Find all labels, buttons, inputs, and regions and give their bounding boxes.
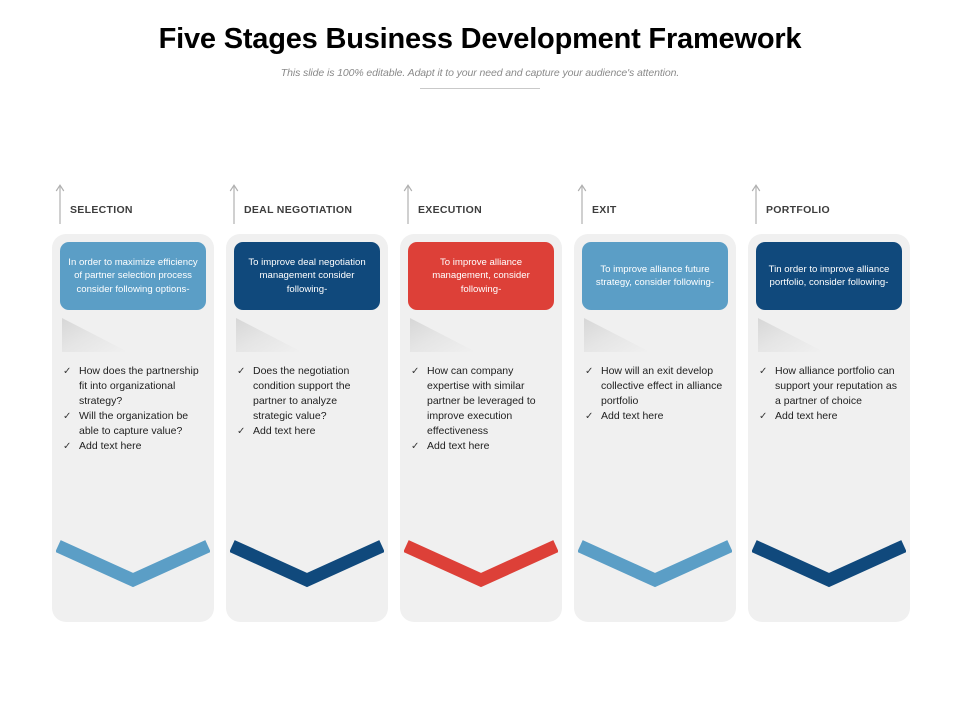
stage-banner: Tin order to improve alliance portfolio,… [756,242,902,310]
stage-label: PORTFOLIO [766,204,830,216]
list-item-label: How does the partnership fit into organi… [79,365,199,407]
list-item: ✓ How does the partnership fit into organ… [63,364,205,409]
check-icon: ✓ [63,410,72,422]
arrow-up-icon [577,184,587,224]
stage-column: DEAL NEGOTIATION To improve deal negotiat… [220,182,394,642]
stage-card[interactable]: To improve alliance management, consider… [400,234,562,622]
stage-header: EXIT [568,182,742,234]
check-icon: ✓ [63,440,72,452]
stage-header: DEAL NEGOTIATION [220,182,394,234]
chevron-down-icon [752,540,906,588]
bullet-list: ✓ How will an exit develop collective eff… [585,364,727,424]
stage-column: EXECUTION To improve alliance management,… [394,182,568,642]
stage-column: SELECTION In order to maximize efficiency… [46,182,220,642]
stage-card[interactable]: In order to maximize efficiency of partn… [52,234,214,622]
stage-banner: To improve deal negotiation management c… [234,242,380,310]
banner-fold-shadow [758,318,824,352]
chevron-down-icon [578,540,732,588]
check-icon: ✓ [237,425,246,437]
banner-fold-shadow [62,318,128,352]
stage-label: EXIT [592,204,617,216]
stage-card[interactable]: To improve alliance future strategy, con… [574,234,736,622]
stage-column: EXIT To improve alliance future strategy,… [568,182,742,642]
bullet-list: ✓ How alliance portfolio can support your… [759,364,901,424]
arrow-up-icon [55,184,65,224]
stage-card[interactable]: To improve deal negotiation management c… [226,234,388,622]
stage-card[interactable]: Tin order to improve alliance portfolio,… [748,234,910,622]
list-item-label: How can company expertise with similar p… [427,365,536,437]
slide-header: Five Stages Business Development Framewo… [0,23,960,89]
list-item: ✓ Add text here [759,409,901,424]
check-icon: ✓ [585,410,594,422]
list-item: ✓ How can company expertise with similar … [411,364,553,439]
stage-label: EXECUTION [418,204,482,216]
arrow-up-icon [403,184,413,224]
list-item-label: Does the negotiation condition support t… [253,365,351,422]
check-icon: ✓ [585,366,594,377]
stage-label: DEAL NEGOTIATION [244,204,353,216]
header-divider [420,87,540,89]
bullet-list: ✓ How can company expertise with similar … [411,364,553,454]
list-item-label: Will the organization be able to capture… [79,409,189,437]
stage-header: EXECUTION [394,182,568,234]
check-icon: ✓ [63,366,72,377]
stage-column: PORTFOLIO Tin order to improve alliance p… [742,182,916,642]
list-item: ✓ Will the organization be able to captur… [63,409,205,439]
list-item: ✓ How will an exit develop collective eff… [585,364,727,409]
bullet-list: ✓ How does the partnership fit into organ… [63,364,205,454]
page-subtitle: This slide is 100% editable. Adapt it to… [280,66,680,79]
chevron-down-icon [56,540,210,588]
stage-banner: To improve alliance future strategy, con… [582,242,728,310]
list-item-label: Add text here [427,439,490,452]
list-item-label: Add text here [775,409,838,422]
list-item: ✓ Add text here [585,409,727,424]
banner-fold-shadow [410,318,476,352]
page-title: Five Stages Business Development Framewo… [158,23,802,55]
chevron-down-icon [404,540,558,588]
check-icon: ✓ [759,366,768,377]
stage-label: SELECTION [70,204,133,216]
check-icon: ✓ [411,440,420,452]
check-icon: ✓ [237,366,246,377]
list-item-label: How will an exit develop collective effe… [601,365,723,407]
list-item: ✓ Add text here [237,424,379,439]
stage-banner: To improve alliance management, consider… [408,242,554,310]
list-item: ✓ Add text here [63,439,205,454]
list-item-label: Add text here [253,424,316,437]
stage-header: SELECTION [46,182,220,234]
chevron-down-icon [230,540,384,588]
list-item: ✓ How alliance portfolio can support your… [759,364,901,409]
banner-fold-shadow [584,318,650,352]
bullet-list: ✓ Does the negotiation condition support … [237,364,379,439]
list-item-label: Add text here [79,439,142,452]
stage-banner: In order to maximize efficiency of partn… [60,242,206,310]
list-item-label: How alliance portfolio can support your … [775,365,897,407]
list-item: ✓ Does the negotiation condition support … [237,364,379,424]
stage-columns: SELECTION In order to maximize efficiency… [46,182,926,642]
arrow-up-icon [751,184,761,224]
arrow-up-icon [229,184,239,224]
list-item: ✓ Add text here [411,439,553,454]
check-icon: ✓ [411,366,420,377]
stage-header: PORTFOLIO [742,182,916,234]
list-item-label: Add text here [601,409,664,422]
check-icon: ✓ [759,410,768,422]
banner-fold-shadow [236,318,302,352]
